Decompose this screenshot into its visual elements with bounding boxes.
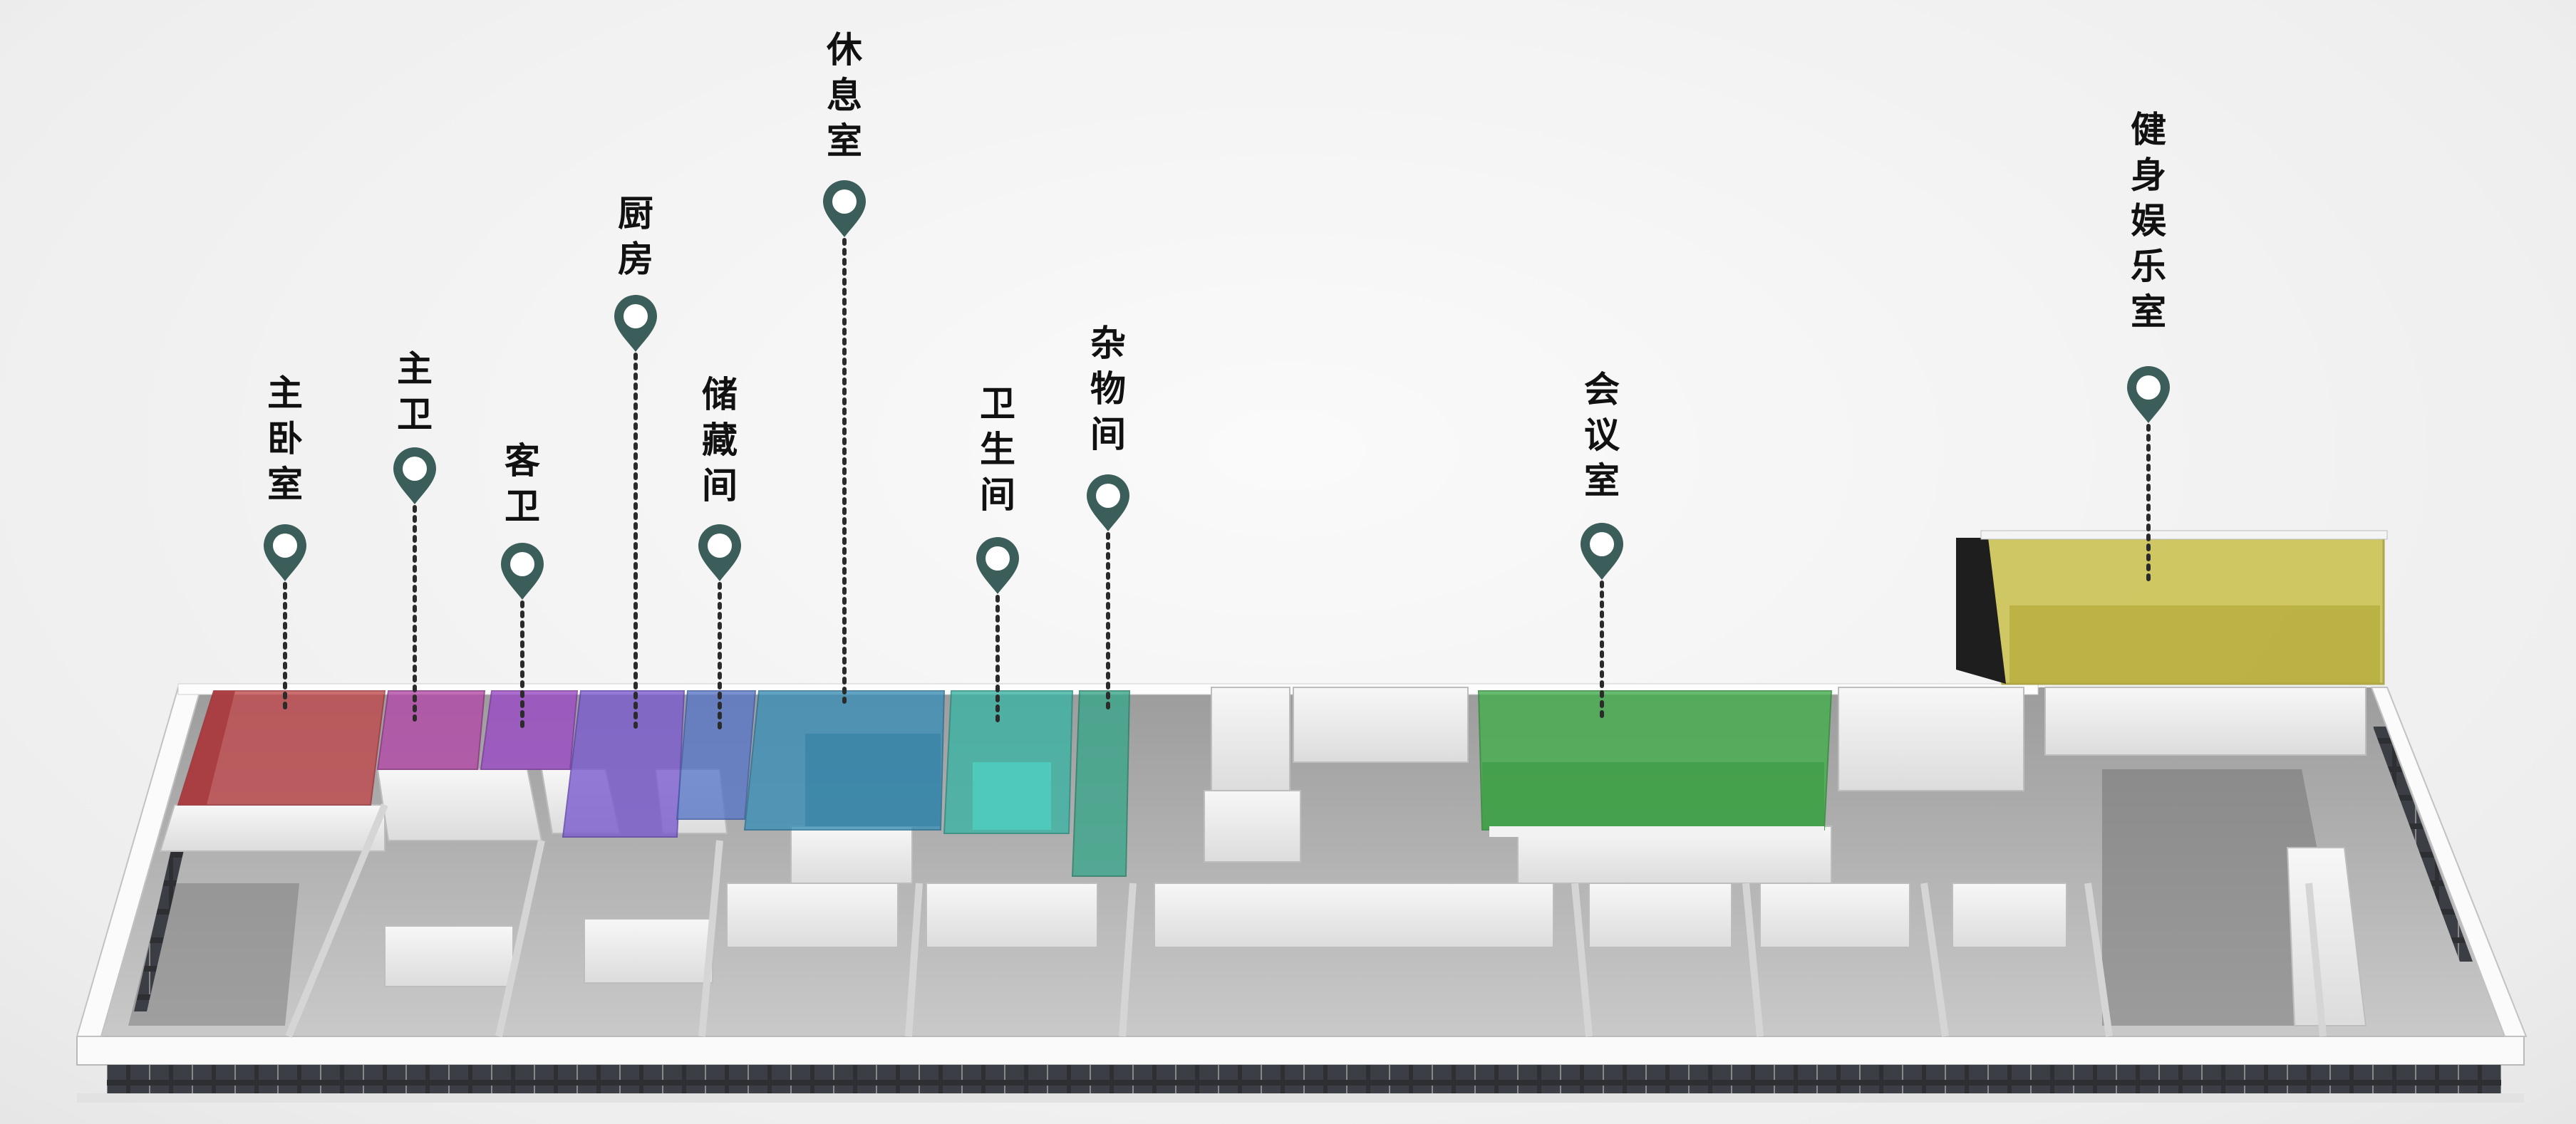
label-gym: 健身娱乐室 <box>2120 107 2177 335</box>
right-windows <box>2373 727 2473 962</box>
label-glyph: 间 <box>702 464 738 506</box>
map-pin-hole <box>1590 532 1614 556</box>
label-glyph: 息 <box>827 74 862 116</box>
map-pin-hole <box>403 457 427 481</box>
map-pin-hole <box>510 552 534 576</box>
label-glyph: 间 <box>1090 413 1126 455</box>
room-label-text: 厨房 <box>607 191 664 282</box>
room-label-text: 客卫 <box>494 438 551 529</box>
room-label-text: 储藏间 <box>691 372 748 509</box>
room-meeting-room[interactable] <box>1477 690 1833 837</box>
label-glyph: 厨 <box>618 192 653 234</box>
pin-meeting-room <box>1581 523 1623 722</box>
label-glyph: 生 <box>980 428 1015 470</box>
room-label-text: 会议室 <box>1573 367 1630 504</box>
map-pin-hole <box>708 534 732 558</box>
label-kitchen: 厨房 <box>607 191 664 282</box>
map-pin-hole <box>1096 484 1120 508</box>
label-glyph: 卫 <box>397 393 433 435</box>
label-glyph: 间 <box>980 474 1015 516</box>
label-bathroom: 卫生间 <box>969 381 1026 518</box>
front-window-band <box>107 1065 2501 1093</box>
room-label-text: 杂物间 <box>1080 321 1137 457</box>
room-kitchen[interactable] <box>562 690 686 838</box>
label-glyph: 卫 <box>980 383 1015 425</box>
room-label-text: 卫生间 <box>969 381 1026 518</box>
label-glyph: 议 <box>1584 414 1620 456</box>
label-guest-bath: 客卫 <box>494 438 551 529</box>
label-glyph: 卫 <box>505 485 540 527</box>
room-label-text: 休息室 <box>816 27 873 164</box>
map-pin-hole <box>986 546 1010 571</box>
label-glyph: 卧 <box>267 417 303 459</box>
pin-gym <box>2127 366 2170 583</box>
label-utility: 杂物间 <box>1080 321 1137 457</box>
label-master-bedroom: 主卧室 <box>257 370 314 507</box>
map-pin-hole <box>624 304 648 328</box>
label-glyph: 室 <box>267 463 303 505</box>
room-label-text: 主卧室 <box>257 370 314 507</box>
room-master-bedroom[interactable] <box>177 690 386 806</box>
room-label-text: 健身娱乐室 <box>2120 107 2177 335</box>
label-glyph: 身 <box>2131 154 2166 196</box>
label-glyph: 室 <box>2131 291 2166 333</box>
map-pin-hole <box>273 534 297 558</box>
pin-bathroom <box>976 537 1019 725</box>
label-glyph: 乐 <box>2131 245 2166 287</box>
label-glyph: 房 <box>618 238 653 280</box>
pin-guest-bath <box>501 543 544 729</box>
label-storage: 储藏间 <box>691 372 748 509</box>
label-glyph: 储 <box>702 373 738 415</box>
partition-lines <box>285 803 2327 1038</box>
right-wall <box>2370 687 2528 1037</box>
label-glyph: 藏 <box>702 419 738 461</box>
pin-utility <box>1087 474 1129 714</box>
room-gym[interactable] <box>1956 530 2388 685</box>
left-windows <box>134 819 191 1011</box>
pin-kitchen <box>614 295 657 729</box>
room-guest-bath[interactable] <box>480 690 579 770</box>
label-glyph: 室 <box>1584 459 1620 501</box>
pin-master-bath <box>393 447 436 722</box>
room-master-bath[interactable] <box>376 690 486 770</box>
front-wall <box>76 1036 2525 1066</box>
map-pin-hole <box>832 189 857 214</box>
front-wall-base <box>77 1093 2524 1103</box>
label-glyph: 健 <box>2131 108 2166 150</box>
label-lounge: 休息室 <box>816 27 873 164</box>
floor-shadow <box>128 883 299 1026</box>
map-pins <box>264 180 2170 736</box>
room-label-text: 主卫 <box>386 346 443 437</box>
label-glyph: 室 <box>827 120 862 162</box>
label-glyph: 休 <box>827 28 862 71</box>
label-glyph: 会 <box>1584 368 1620 410</box>
room-bathroom[interactable] <box>943 690 1074 834</box>
label-glyph: 客 <box>505 439 540 482</box>
pin-master-bedroom <box>264 524 306 714</box>
room-lounge[interactable] <box>743 690 946 831</box>
room-utility[interactable] <box>1071 690 1131 877</box>
pin-storage <box>698 524 741 736</box>
room-storage[interactable] <box>676 690 757 820</box>
label-glyph: 杂 <box>1090 322 1126 364</box>
pin-lounge <box>823 180 866 704</box>
label-meeting-room: 会议室 <box>1573 367 1630 504</box>
label-glyph: 主 <box>397 348 433 390</box>
map-pin-hole <box>2136 375 2161 400</box>
label-glyph: 物 <box>1090 368 1126 410</box>
floor-shadow <box>2102 769 2352 1026</box>
label-master-bath: 主卫 <box>386 346 443 437</box>
label-glyph: 娱 <box>2131 199 2166 241</box>
label-glyph: 主 <box>267 372 303 414</box>
